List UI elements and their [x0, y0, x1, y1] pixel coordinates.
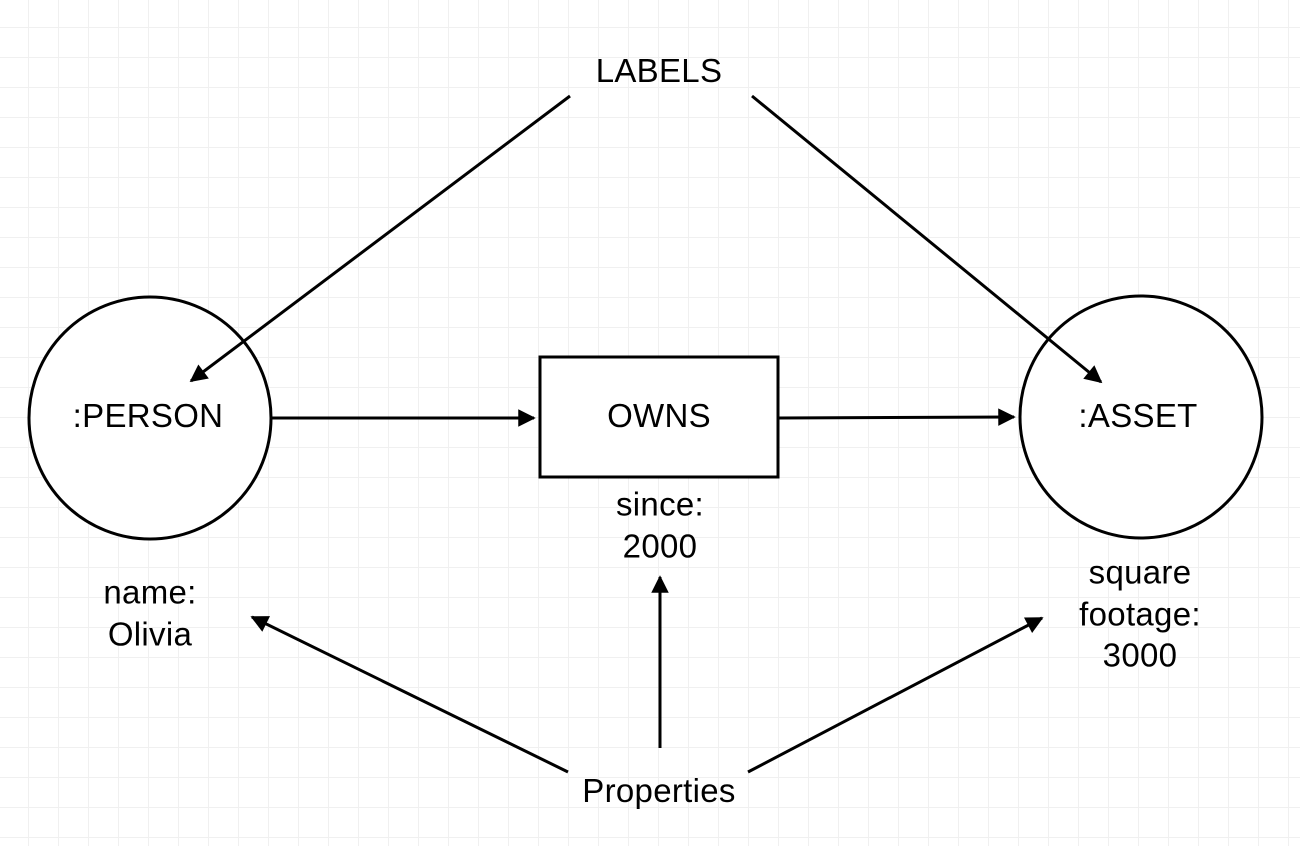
arrow-owns-to-asset: [778, 408, 1016, 426]
owns-relationship-box: [538, 355, 780, 479]
arrow-labels-to-person: [189, 94, 571, 383]
asset-node-circle: [1018, 294, 1264, 540]
arrow-properties-to-name: [250, 615, 569, 774]
arrow-labels-to-asset: [751, 94, 1103, 384]
asset-property-text: square footage: 3000: [1079, 553, 1201, 674]
labels-heading: LABELS: [595, 52, 723, 90]
person-property-text: name: Olivia: [103, 573, 197, 652]
properties-heading: Properties: [582, 772, 736, 810]
asset-node-label: :ASSET: [1078, 397, 1198, 435]
owns-property-text: since: 2000: [615, 485, 705, 564]
person-node-label: :PERSON: [72, 397, 224, 435]
arrow-properties-to-footage: [747, 616, 1044, 774]
owns-relationship-label: OWNS: [607, 397, 711, 435]
